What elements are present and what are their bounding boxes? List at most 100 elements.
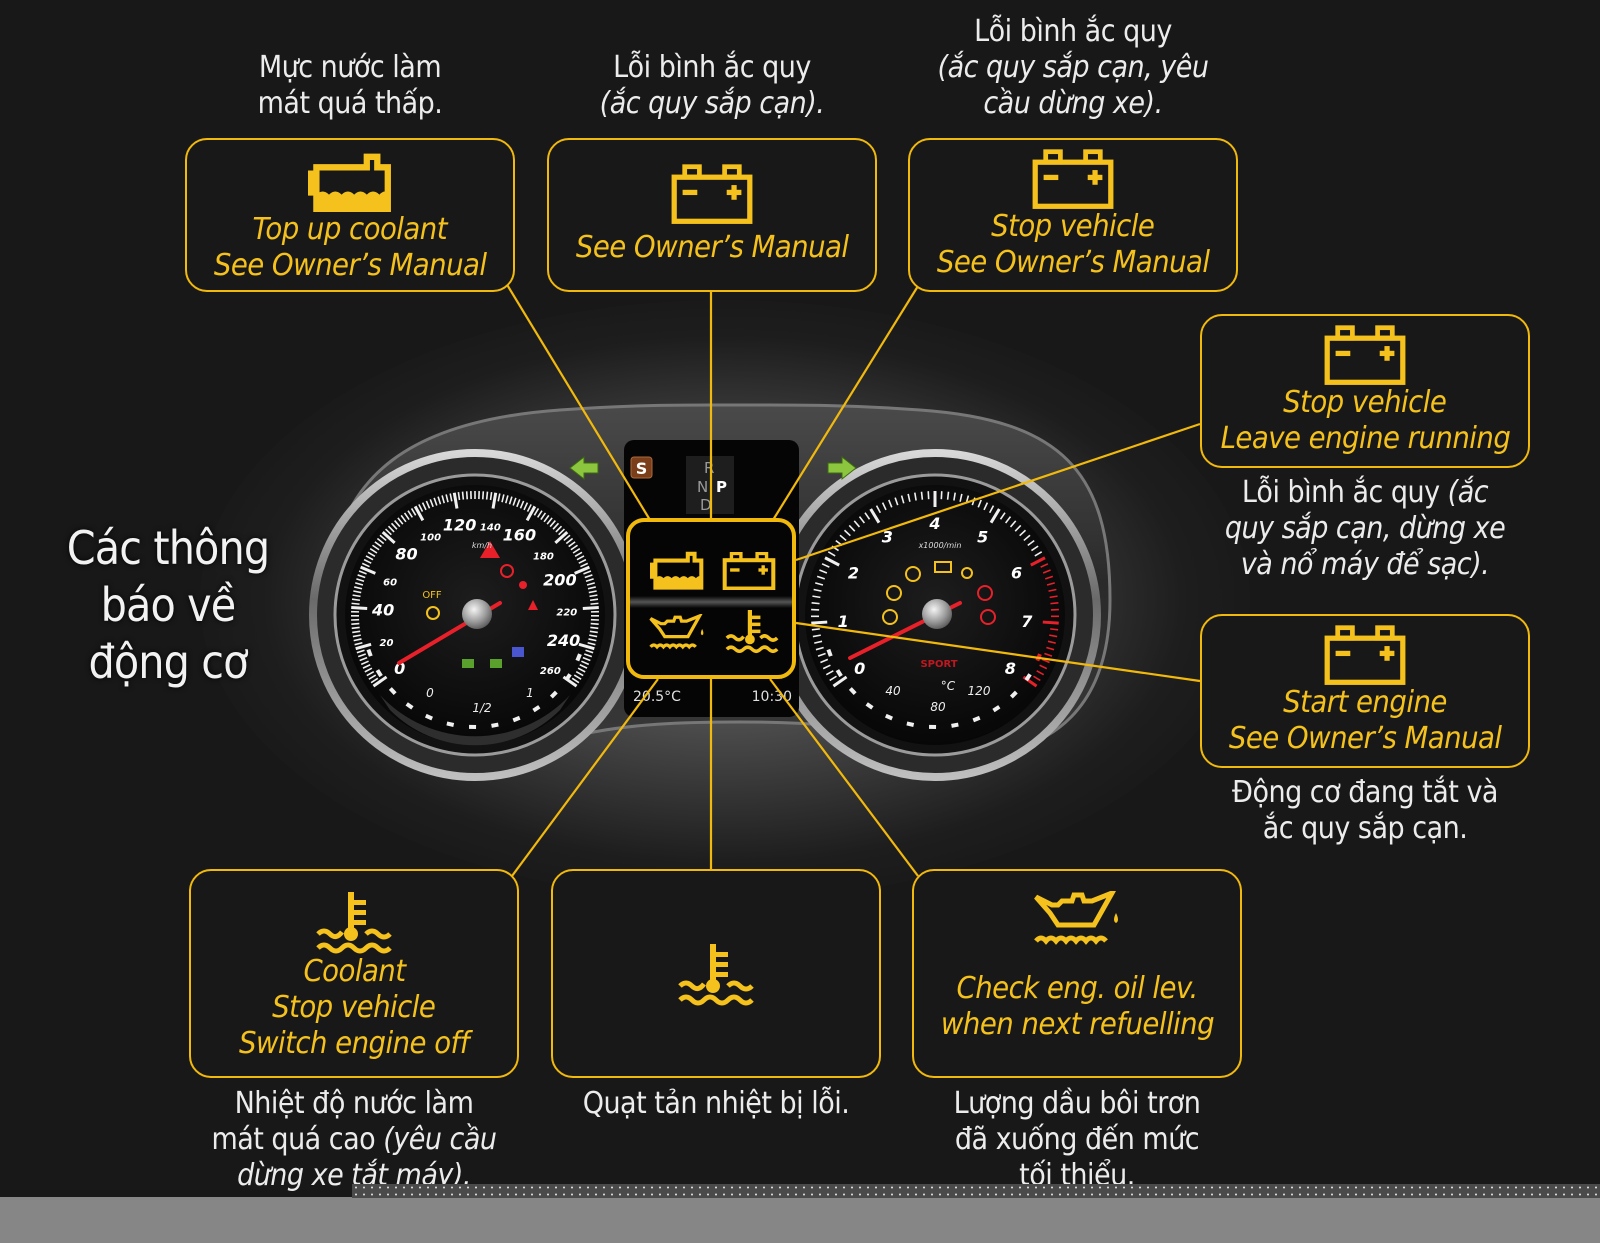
callout-message-line: Coolant — [302, 953, 406, 989]
parking-brake-red-icon — [977, 585, 993, 601]
speedometer-tick — [363, 558, 372, 564]
caption-line: Quạt tản nhiệt bị lỗi. — [582, 1086, 850, 1121]
speedometer-tick — [485, 491, 489, 500]
tachometer-tick — [920, 491, 924, 500]
speed-unit-label: km/h — [472, 541, 492, 550]
gear-d: D — [700, 496, 712, 514]
caption-italic: (ắc — [1447, 475, 1489, 510]
speedometer-label: 260 — [540, 666, 561, 677]
tachometer-hub — [922, 599, 952, 629]
tachometer-tick — [946, 491, 950, 500]
speedometer-tick — [356, 649, 365, 654]
coolant-level-icon — [650, 551, 704, 590]
tachometer-tick — [1049, 595, 1058, 599]
speedometer-tick — [356, 578, 365, 582]
callout-battery-see-manual: See Owner’s Manual — [547, 138, 877, 292]
speedometer-tick — [437, 496, 442, 505]
caption-battery-leave-engine-running: Lỗi bình ắc quy (ắc quy sắp cạn, dừng xe… — [1200, 475, 1530, 583]
speedometer-tick — [491, 492, 498, 509]
caption-line: đã xuống đến mức — [954, 1122, 1200, 1157]
callout-message-line: Top up coolant — [252, 212, 448, 247]
gear-n: N — [697, 478, 708, 496]
caption-check-engine-oil: Lượng dầu bôi trơn đã xuống đến mức tối … — [912, 1086, 1242, 1194]
oil-can-icon — [1034, 891, 1118, 945]
speedometer-tick — [577, 667, 586, 673]
caption-line: ắc quy sắp cạn. — [1262, 811, 1468, 846]
speedometer-tick — [589, 634, 598, 638]
caption-battery-stop-vehicle: Lỗi bình ắc quy (ắc quy sắp cạn, yêu cầu… — [908, 14, 1238, 122]
callout-message-line: See Owner’s Manual — [213, 248, 487, 283]
speedometer-tick — [410, 508, 417, 516]
gear-p-selected: P — [716, 478, 727, 496]
tachometer-label: 5 — [977, 527, 988, 546]
speedometer-tick — [365, 555, 374, 561]
speedometer-tick — [407, 510, 414, 518]
speedometer-tick — [489, 492, 493, 501]
caption-line: Mực nước làm — [258, 50, 442, 85]
speedometer-tick — [574, 551, 583, 558]
coolant-temperature-icon — [316, 891, 392, 953]
fuel-gauge-segment — [446, 721, 455, 727]
temp-gauge-label: 40 — [885, 684, 901, 698]
tachometer-tick — [813, 588, 822, 592]
speedometer-tick — [558, 528, 565, 536]
speedometer-label: 220 — [556, 607, 577, 618]
speedometer-tick — [394, 520, 401, 528]
speedometer-hub — [462, 599, 492, 629]
speedometer-tick — [390, 522, 398, 530]
speedometer-label: 0 — [394, 659, 405, 678]
tachometer-tick — [811, 620, 828, 625]
speedometer-tick — [413, 505, 425, 522]
fuel-gauge-segment — [469, 724, 477, 730]
speedometer-tick — [429, 499, 434, 508]
callout-message-line: See Owner’s Manual — [575, 230, 849, 265]
tachometer-label: 8 — [1005, 659, 1016, 678]
tachometer-tick — [819, 569, 828, 574]
speedometer-tick — [457, 492, 461, 501]
speedometer-tick — [576, 555, 585, 561]
speedometer-tick — [549, 520, 556, 528]
callout-message-line: Stop vehicle — [1283, 385, 1447, 420]
tachometer-tick — [1042, 620, 1059, 625]
speedometer-tick — [362, 664, 371, 669]
caption-italic: và nổ máy để sạc). — [1240, 547, 1490, 582]
speedometer-label: 160 — [503, 525, 536, 544]
tachometer-label: 2 — [848, 564, 859, 583]
seatbelt-warning-icon — [528, 600, 538, 610]
caption-line: Lỗi bình ắc quy (ắc — [1200, 475, 1530, 511]
speedometer-tick — [583, 653, 593, 658]
speedometer-label: 80 — [395, 545, 417, 564]
speedometer-tick — [352, 594, 361, 598]
callout-message-line: See Owner’s Manual — [936, 245, 1210, 280]
airbag-warning-icon — [519, 581, 527, 589]
display-glare — [630, 596, 792, 608]
caption-radiator-fan-fault: Quạt tản nhiệt bị lỗi. — [551, 1086, 881, 1122]
fuel-gauge-segment — [424, 713, 433, 721]
caption-line: (ắc quy sắp cạn, yêu — [908, 50, 1238, 86]
speedometer-tick — [352, 634, 361, 638]
speedometer-tick — [583, 570, 592, 575]
esc-off-label: OFF — [422, 590, 442, 601]
caption-regular: mát quá cao — [211, 1122, 384, 1157]
speedometer-tick — [578, 558, 587, 564]
tachometer-tick — [1042, 569, 1051, 574]
caption-battery-see-manual: Lỗi bình ắc quy (ắc quy sắp cạn). — [547, 50, 877, 122]
speedometer-tick — [369, 548, 378, 554]
speedometer-tick — [584, 574, 593, 579]
speedometer-label: 200 — [543, 571, 576, 590]
speedometer-tick — [586, 582, 595, 586]
battery-icon — [1324, 625, 1406, 685]
tachometer-tick — [811, 602, 820, 605]
speedometer-tick — [554, 531, 569, 544]
speedometer-tick — [574, 565, 590, 575]
tachometer-tick — [816, 575, 826, 580]
tachometer-tick — [1050, 628, 1059, 631]
speedometer-tick — [360, 565, 376, 575]
speedometer-tick — [589, 598, 599, 602]
speedometer-tick — [581, 660, 590, 666]
speedometer-tick — [379, 534, 387, 542]
page-title: Các thông báo về động cơ — [60, 520, 276, 691]
coolant-temperature-icon — [725, 610, 779, 654]
fuel-gauge-segment — [388, 687, 397, 695]
caption-top-up-coolant: Mực nước làm mát quá thấp. — [185, 50, 515, 122]
